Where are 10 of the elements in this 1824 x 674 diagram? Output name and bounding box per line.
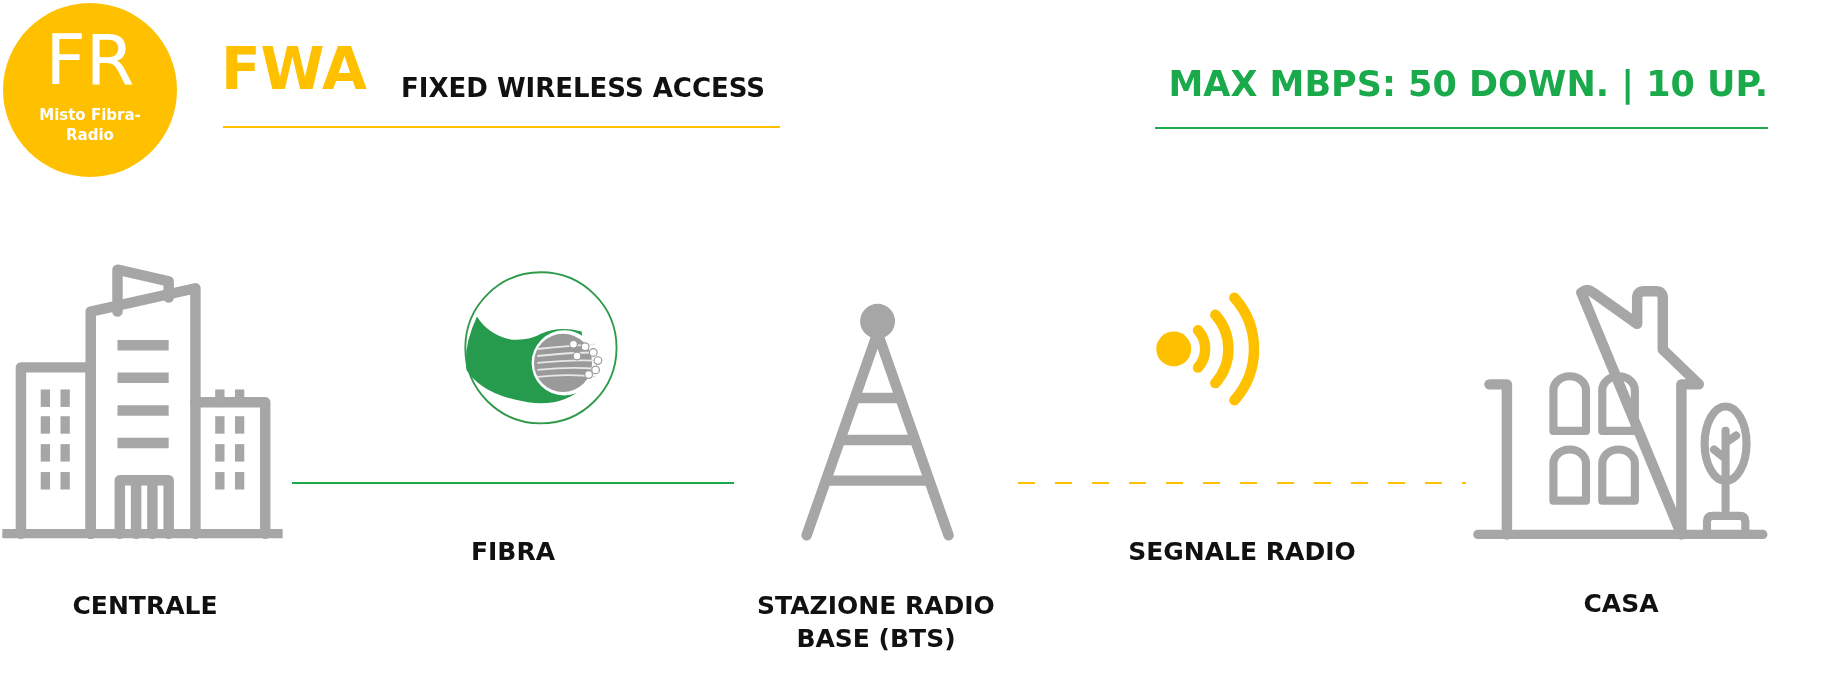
connector-line: [291, 482, 735, 484]
speed-text: MAX MBPS: 50 DOWN. | 10 UP.: [1168, 64, 1768, 104]
badge-subtitle: Misto Fibra-Radio: [38, 106, 142, 145]
node-label: CENTRALE: [71, 590, 219, 622]
title: FWA: [221, 40, 367, 98]
badge-title: FR: [44, 25, 136, 95]
node-label: CASA: [1582, 588, 1660, 620]
node-label: STAZIONE RADIO BASE (BTS): [756, 590, 996, 655]
dashed-line: [1017, 482, 1467, 484]
subtitle: FIXED WIRELESS ACCESS: [401, 73, 765, 103]
